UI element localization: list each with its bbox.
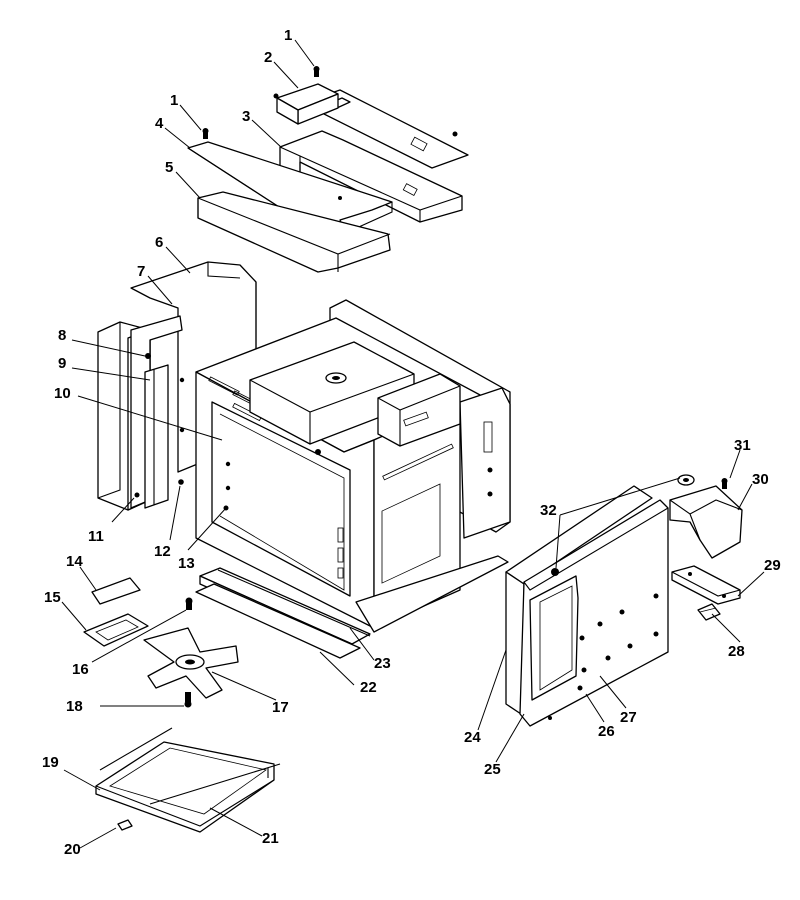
callout-21: 21 [262, 830, 279, 847]
callout-22: 22 [360, 679, 377, 696]
callout-31: 31 [734, 437, 751, 454]
callout-23: 23 [374, 655, 391, 672]
right-side-panel-25 [519, 499, 669, 727]
callout-18: 18 [66, 698, 83, 715]
leader-lines [61, 39, 765, 849]
callout-27: 27 [620, 709, 637, 726]
callout-1b: 1 [170, 92, 178, 109]
callout-20: 20 [64, 841, 81, 858]
callout-6: 6 [155, 234, 163, 251]
callout-15: 15 [44, 589, 61, 606]
callout-30: 30 [752, 471, 769, 488]
callout-8: 8 [58, 327, 66, 344]
screw-11 [134, 492, 140, 498]
callout-24: 24 [464, 729, 481, 746]
callout-26: 26 [598, 723, 615, 740]
oven-cavity [195, 299, 511, 633]
bracket-30 [669, 485, 743, 559]
fan-nut-bottom [184, 692, 192, 708]
spring-clip-28 [697, 603, 721, 621]
bottom-panel [195, 583, 361, 659]
callout-32: 32 [540, 502, 557, 519]
side-insulation-24 [505, 485, 653, 717]
vent-gasket [83, 613, 149, 647]
callout-7: 7 [137, 263, 145, 280]
callout-5: 5 [165, 159, 173, 176]
callout-17: 17 [272, 699, 289, 716]
callout-labels: 1 2 3 1 4 5 6 7 8 9 10 11 12 13 14 15 16… [42, 27, 781, 858]
callout-13: 13 [178, 555, 195, 572]
callout-10: 10 [54, 385, 71, 402]
callout-4: 4 [155, 115, 164, 132]
convection-fan [143, 627, 239, 699]
callout-11: 11 [88, 528, 104, 545]
callout-16: 16 [72, 661, 89, 678]
callout-29: 29 [764, 557, 781, 574]
clip-20 [117, 819, 133, 831]
left-side-panel-middle [130, 315, 183, 509]
bottom-glass-tray [95, 727, 281, 833]
hinge-bracket-29 [671, 565, 741, 605]
top-rear-bracket [273, 83, 339, 125]
callout-1a: 1 [284, 27, 292, 44]
callout-3: 3 [242, 108, 250, 125]
callout-2: 2 [264, 49, 272, 66]
screw-1a [313, 66, 320, 77]
screw-1b [202, 128, 209, 139]
callout-9: 9 [58, 355, 66, 372]
screw-31 [721, 478, 728, 489]
fan-nut-top [185, 597, 193, 610]
left-rail-bracket [144, 364, 185, 509]
vent-cover [91, 577, 141, 605]
callout-19: 19 [42, 754, 59, 771]
callout-28: 28 [728, 643, 745, 660]
callout-12: 12 [154, 543, 171, 560]
top-front-insulation [197, 191, 391, 273]
callout-25: 25 [484, 761, 501, 778]
spacer-32 [677, 474, 695, 486]
callout-14: 14 [66, 553, 83, 570]
